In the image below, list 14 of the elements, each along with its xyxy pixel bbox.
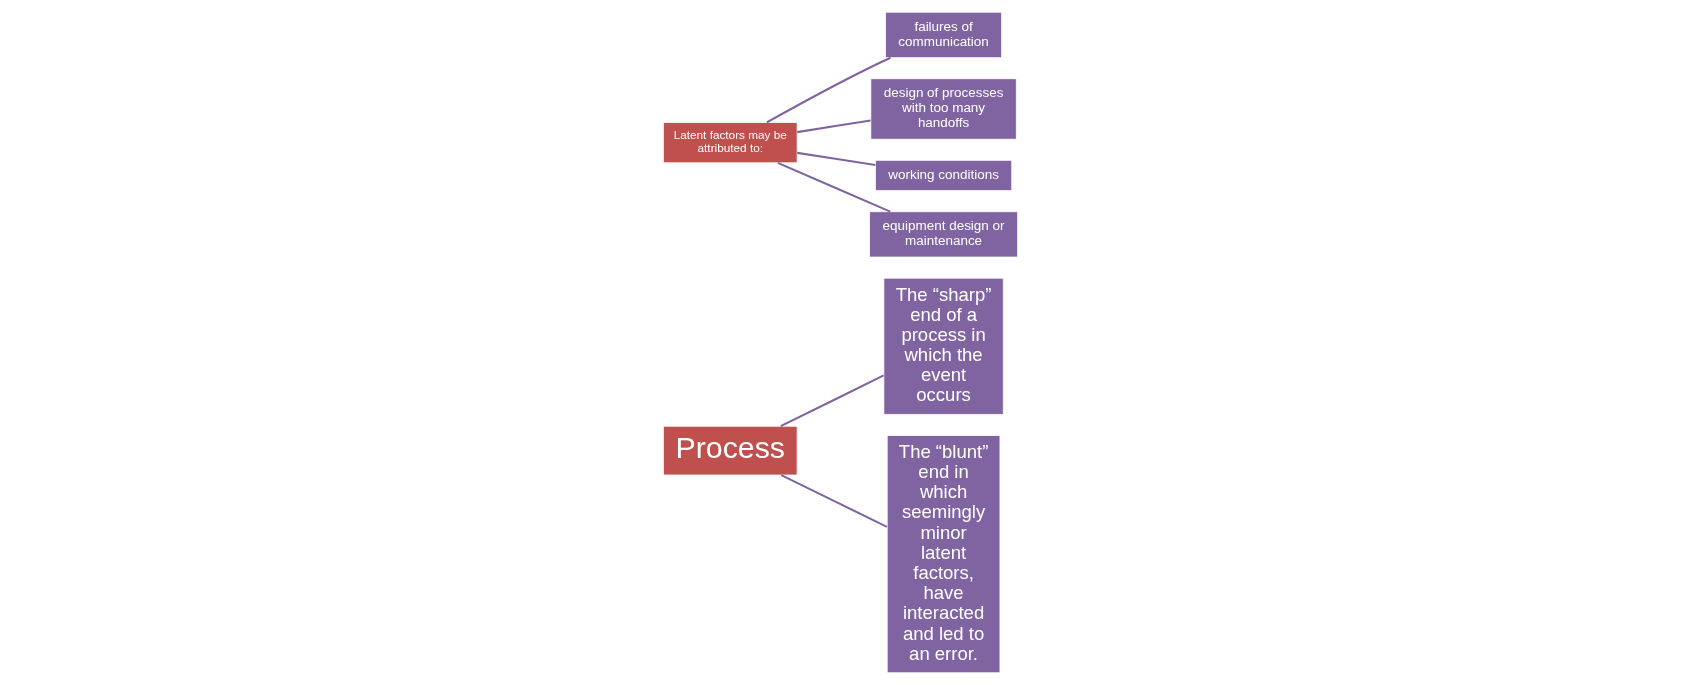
node-box: working conditions — [875, 159, 1013, 192]
node-box: design of processes with too many handoffs — [870, 78, 1017, 140]
connector — [797, 119, 871, 134]
node-box: equipment design or maintenance — [869, 211, 1019, 258]
node-box: The “sharp” end of a process in which the event occurs — [883, 277, 1004, 415]
node-box: Latent factors may be attributed to: — [662, 122, 798, 164]
node-box: failures of communication — [885, 11, 1003, 59]
connector — [797, 151, 876, 167]
connector — [766, 56, 891, 124]
node-box: The “blunt” end in which seemingly minor latent factors, have interacted and led to an error. — [886, 435, 1001, 674]
connector — [780, 474, 888, 528]
connector — [780, 374, 885, 428]
connector — [777, 161, 891, 213]
node-box: Process — [662, 425, 798, 476]
